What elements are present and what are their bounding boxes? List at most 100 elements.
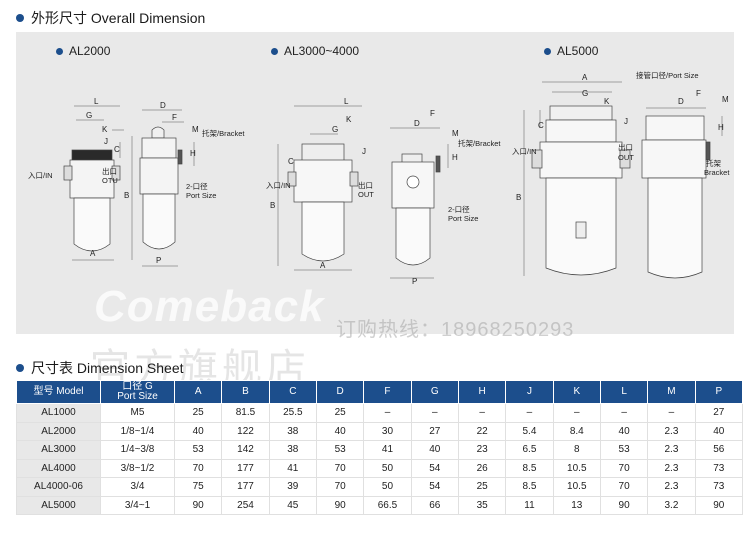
value-cell: 54 (410, 458, 459, 478)
al3000-drawing: L C K G J B A D F M H P 入口/IN 出口 OUT 托架/… (266, 97, 501, 286)
model-cell: AL5000 (16, 495, 101, 515)
value-cell: 40 (599, 421, 649, 441)
value-cell: 11 (505, 495, 554, 515)
hotline-watermark: 订购热线：18968250293 (336, 319, 575, 341)
value-cell: 2.3 (647, 458, 696, 478)
value-cell: 2.3 (647, 477, 696, 497)
header-col: F (363, 380, 412, 404)
bracket-label-cn: 托架 (706, 158, 721, 168)
header-col: H (457, 380, 507, 404)
value-cell: – (599, 403, 649, 423)
dim-label-m: M (192, 125, 199, 134)
value-cell: 8.5 (505, 458, 554, 478)
bracket-label: 托架/Bracket (458, 138, 501, 148)
dim-label-h: H (718, 123, 724, 132)
brand-watermark: Comeback (94, 282, 325, 331)
value-cell: 90 (315, 495, 365, 515)
dim-label-d: D (414, 119, 420, 128)
dim-label-j: J (362, 147, 366, 156)
dim-label-g: G (582, 89, 588, 98)
bullet-icon (544, 47, 551, 55)
dim-label-p: P (156, 256, 161, 265)
dim-label-m: M (722, 95, 729, 104)
value-cell: 70 (173, 458, 223, 478)
dim-label-b: B (124, 191, 129, 200)
value-cell: 25 (315, 403, 365, 423)
port-size-label-cn: 2-口径 (186, 181, 208, 191)
overall-dimension-heading: 外形尺寸 Overall Dimension (16, 8, 205, 28)
value-cell: 10.5 (552, 477, 601, 497)
value-cell: 54 (410, 477, 459, 497)
value-cell: 3.2 (647, 495, 696, 515)
al5000-drawing: A G K C J B D F M H 入口/IN 出口 OUT 接管口径/Po… (512, 70, 730, 279)
value-cell: 41 (363, 440, 412, 460)
header-col: K (552, 380, 601, 404)
inlet-label: 入口/IN (266, 181, 291, 190)
value-cell: 70 (599, 477, 649, 497)
dim-label-j: J (624, 117, 628, 126)
dim-label-k: K (102, 125, 108, 134)
dim-label-d: D (678, 97, 684, 106)
value-cell: – (457, 403, 507, 423)
outlet-label-cn: 出口 (102, 166, 117, 176)
dim-label-f: F (430, 109, 435, 118)
model-cell: AL1000 (16, 403, 101, 423)
bullet-icon (271, 47, 278, 55)
model-cell: AL3000 (16, 440, 101, 460)
value-cell: – (363, 403, 412, 423)
value-cell: 40 (694, 421, 744, 441)
port-size-label: 接管口径/Port Size (636, 70, 699, 80)
value-cell: 40 (173, 421, 223, 441)
port-size-cell: M5 (100, 403, 175, 423)
bullet-icon (16, 364, 24, 372)
outlet-label-en: OUT (618, 153, 634, 162)
value-cell: – (410, 403, 459, 423)
inlet-label: 入口/IN (28, 171, 53, 180)
dim-label-g: G (86, 111, 92, 120)
dim-label-c: C (288, 157, 294, 166)
model-label-al5000: AL5000 (544, 44, 598, 58)
value-cell: 38 (268, 440, 317, 460)
value-cell: 70 (315, 477, 365, 497)
bullet-icon (16, 14, 24, 22)
value-cell: – (647, 403, 696, 423)
value-cell: 23 (457, 440, 507, 460)
port-size-cell: 3/8~1/2 (100, 458, 175, 478)
header-model: 型号 Model (16, 380, 101, 404)
value-cell: 70 (599, 458, 649, 478)
dimension-sheet-heading: 尺寸表 Dimension Sheet (16, 358, 184, 378)
outlet-label-en: OUT (358, 190, 374, 199)
value-cell: – (505, 403, 554, 423)
value-cell: 73 (694, 477, 744, 497)
model-label-al3000: AL3000~4000 (271, 44, 359, 58)
value-cell: 25 (173, 403, 223, 423)
header-col: M (647, 380, 696, 404)
value-cell: 25 (457, 477, 507, 497)
header-col: G (410, 380, 459, 404)
value-cell: 45 (268, 495, 317, 515)
header-col: A (173, 380, 223, 404)
model-cell: AL2000 (16, 421, 101, 441)
dim-label-g: G (332, 125, 338, 134)
value-cell: 38 (268, 421, 317, 441)
value-cell: 73 (694, 458, 744, 478)
value-cell: 122 (221, 421, 270, 441)
model-cell: AL4000-06 (16, 477, 101, 497)
dim-label-b: B (270, 201, 275, 210)
value-cell: 25.5 (268, 403, 317, 423)
value-cell: 56 (694, 440, 744, 460)
header-col: D (315, 380, 365, 404)
value-cell: 5.4 (505, 421, 554, 441)
value-cell: 66 (410, 495, 459, 515)
dim-label-l: L (94, 97, 99, 106)
dim-label-p: P (412, 277, 417, 286)
value-cell: 90 (173, 495, 223, 515)
dimension-table: 型号 Model 口径 G Port Size A B C D F G H J … (16, 380, 744, 515)
value-cell: 53 (599, 440, 649, 460)
dim-label-m: M (452, 129, 459, 138)
